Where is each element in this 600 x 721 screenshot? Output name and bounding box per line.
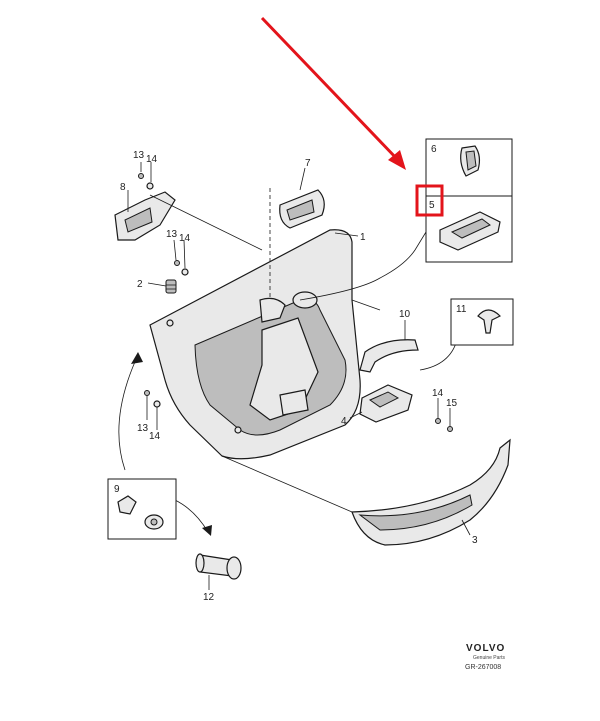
inset-box-9 [107, 478, 177, 540]
callout-2: 2 [137, 279, 143, 290]
screws-and-washers [138, 173, 453, 432]
red-pointer-arrow [260, 16, 406, 170]
brand-name: VOLVO [466, 643, 505, 654]
brand-block: VOLVO Genuine Parts GR-267008 [465, 643, 505, 671]
callout-5: 5 [429, 200, 435, 211]
callout-13-low: 13 [137, 423, 149, 434]
callout-3: 3 [472, 535, 478, 546]
brand-subtitle: Genuine Parts [473, 655, 505, 661]
inset-box-5 [425, 195, 513, 263]
callout-11: 11 [456, 304, 467, 315]
callout-9: 9 [114, 484, 120, 495]
red-highlight-box [415, 184, 444, 217]
handle-bezel-7 [279, 189, 325, 229]
callout-8: 8 [120, 182, 126, 193]
leader-lines [118, 162, 471, 590]
callout-13-top: 13 [133, 150, 145, 161]
switch-panel-4 [359, 384, 413, 423]
callout-15: 15 [446, 398, 458, 409]
callout-6: 6 [431, 144, 437, 155]
clip-2 [165, 279, 177, 294]
callout-1: 1 [360, 232, 366, 243]
callout-14-top: 14 [146, 154, 158, 165]
callout-7: 7 [305, 158, 311, 169]
door-handle-8 [114, 191, 176, 241]
lower-pocket [351, 438, 511, 546]
callout-12: 12 [203, 592, 215, 603]
callout-14-low: 14 [149, 431, 161, 442]
callout-13-mid: 13 [166, 229, 178, 240]
figure-code: GR-267008 [465, 664, 501, 671]
callout-14-right: 14 [432, 388, 444, 399]
callout-10: 10 [399, 309, 411, 320]
armrest-cover-10 [359, 339, 419, 373]
door-trim-panel [149, 229, 361, 460]
inset-box-11 [450, 298, 514, 346]
fastener-12 [195, 553, 242, 580]
callout-14-mid: 14 [179, 233, 191, 244]
callout-4: 4 [341, 416, 347, 427]
